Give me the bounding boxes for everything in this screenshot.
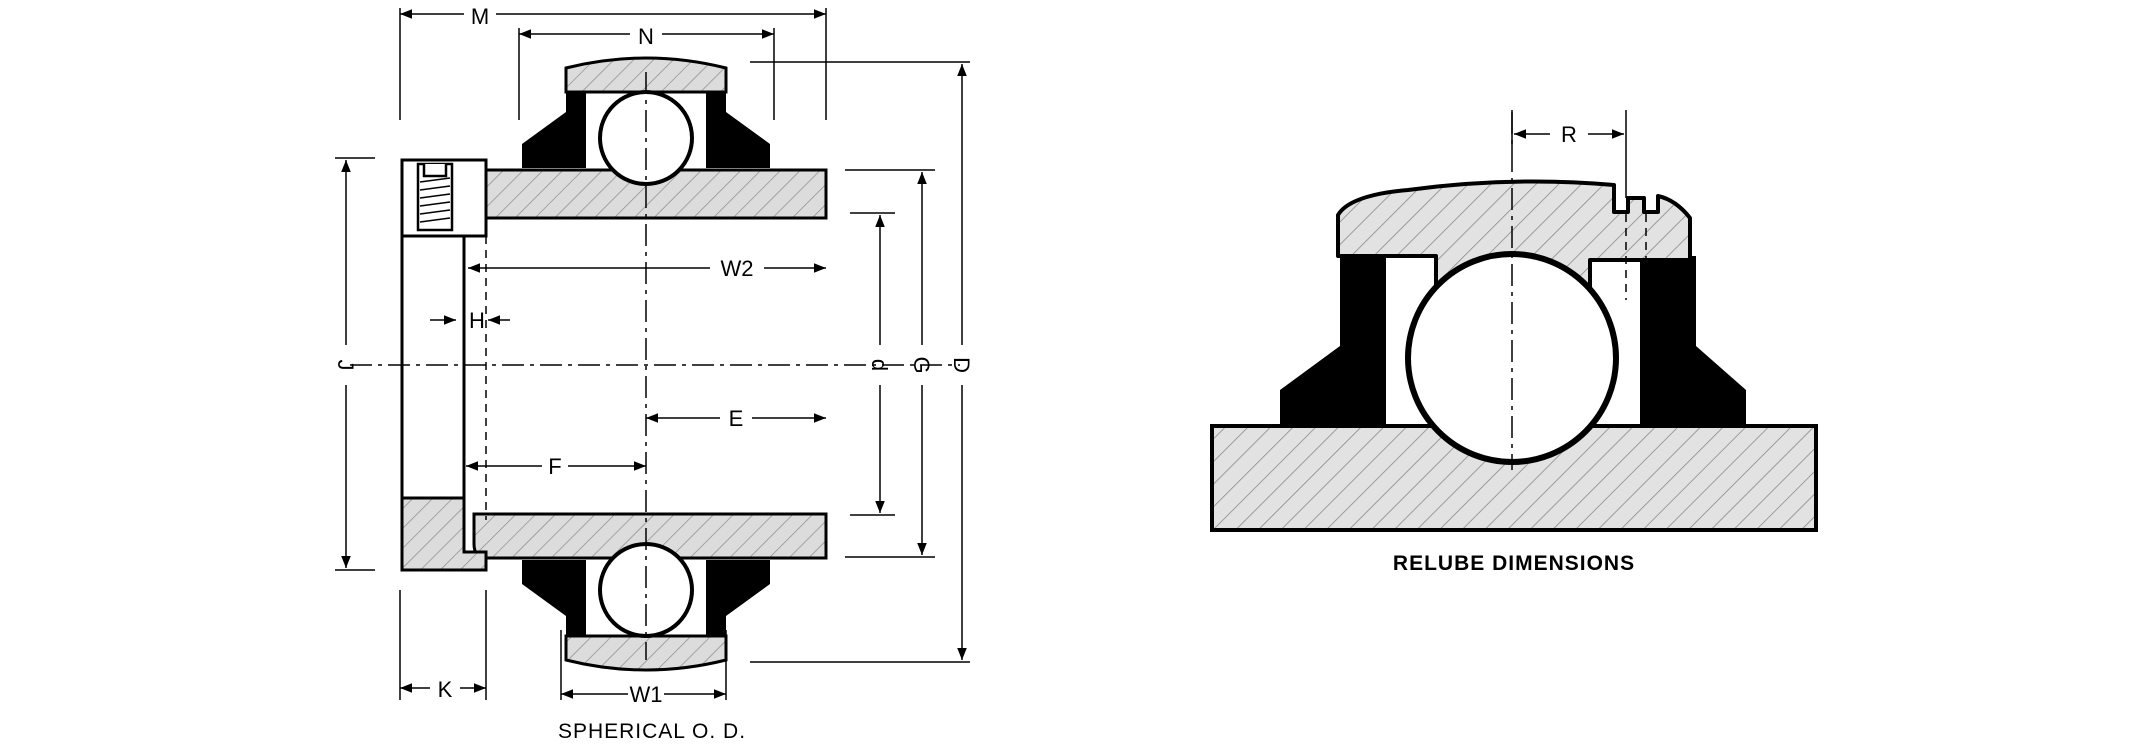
label-big-d: D xyxy=(949,357,974,373)
seal-top-left xyxy=(522,92,586,168)
seal-right xyxy=(1640,256,1746,426)
collar-bottom xyxy=(400,496,488,572)
relube-view: R RELUBE DIMENSIONS xyxy=(1210,110,1818,575)
set-screw xyxy=(416,162,454,232)
label-r: R xyxy=(1561,122,1577,147)
label-m: M xyxy=(471,4,489,29)
label-e: E xyxy=(729,406,744,431)
label-j: J xyxy=(333,360,358,371)
caption-relube-dimensions: RELUBE DIMENSIONS xyxy=(1393,552,1635,575)
label-g: G xyxy=(909,356,934,373)
extension-lines xyxy=(335,8,970,700)
spherical-od-view: M N W2 H E F J d G D K W1 SPHERICAL O. D… xyxy=(333,4,974,743)
seal-bottom-left xyxy=(522,560,586,636)
label-w1: W1 xyxy=(630,682,663,707)
label-h: H xyxy=(469,308,485,333)
dimension-lines xyxy=(341,9,967,699)
seal-bottom-right xyxy=(706,560,770,636)
label-w2: W2 xyxy=(721,256,754,281)
collar-body xyxy=(400,234,466,500)
seal-left xyxy=(1280,256,1386,426)
label-d: d xyxy=(867,359,892,371)
label-f: F xyxy=(548,454,561,479)
label-n: N xyxy=(638,24,654,49)
outer-race-relube xyxy=(1336,179,1692,290)
label-k: K xyxy=(438,677,453,702)
seal-top-right xyxy=(706,92,770,168)
caption-spherical-od: SPHERICAL O. D. xyxy=(558,720,746,743)
